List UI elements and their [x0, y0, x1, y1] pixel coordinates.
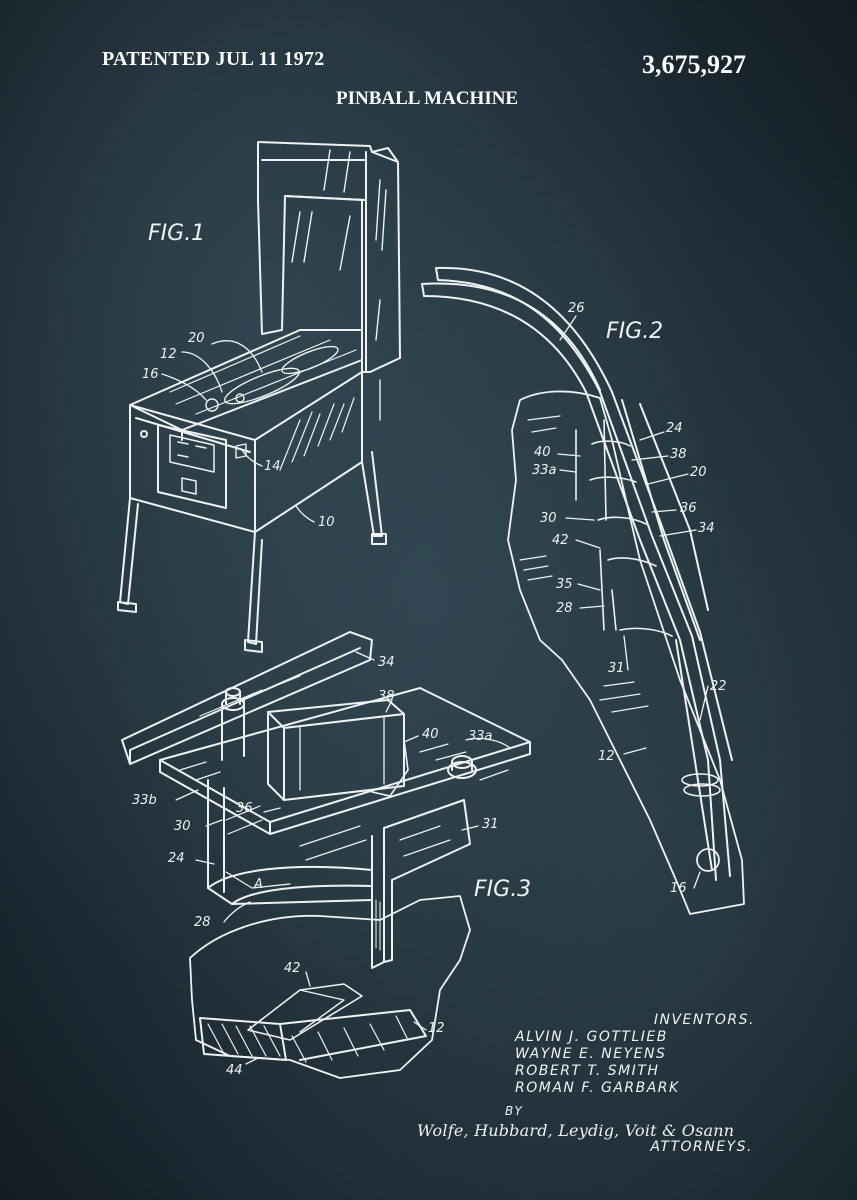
attorneys-label: ATTORNEYS.	[650, 1139, 753, 1155]
ref-label: 36	[236, 801, 253, 816]
inventors-label: INVENTORS.	[653, 1012, 755, 1028]
ref-label: 42	[284, 961, 301, 976]
ref-label: 35	[556, 577, 573, 592]
ref-label: 16	[142, 367, 159, 382]
ref-label: 20	[690, 465, 707, 480]
ref-label: 26	[568, 301, 585, 316]
ref-label: A	[253, 877, 263, 892]
ref-label: 30	[174, 819, 191, 834]
ref-label: 38	[378, 689, 395, 704]
inventor-name: ALVIN J. GOTTLIEB	[515, 1029, 668, 1045]
patent-title: PINBALL MACHINE	[336, 88, 519, 109]
ref-label: 36	[680, 501, 697, 516]
attorney-firm: Wolfe, Hubbard, Leydig, Voit & Osann	[417, 1121, 735, 1140]
ref-label: 12	[428, 1021, 445, 1036]
inventor-name: ROBERT T. SMITH	[515, 1063, 660, 1079]
ref-label: 31	[608, 661, 625, 676]
ref-label: 31	[482, 817, 499, 832]
ref-label: 34	[698, 521, 715, 536]
patent-number: 3,675,927	[642, 50, 746, 79]
fig2-ball-ramp	[422, 268, 744, 914]
ref-label: 14	[264, 459, 281, 474]
fig1-pinball-cabinet	[118, 142, 400, 652]
fig3-bracket-assembly	[122, 632, 530, 1078]
patent-date: PATENTED JUL 11 1972	[102, 48, 325, 70]
ref-label: 22	[710, 679, 727, 694]
ref-label: 12	[598, 749, 615, 764]
reference-numerals: 20 12 16 14 10 26 24 40 38 33a 20 30 36 …	[132, 301, 727, 1078]
fig1-label: FIG.1	[148, 221, 205, 246]
ref-label: 33a	[468, 729, 493, 744]
ref-label: 34	[378, 655, 395, 670]
by-label: BY	[505, 1104, 524, 1118]
inventor-name: WAYNE E. NEYENS	[515, 1046, 667, 1062]
ref-label: 30	[540, 511, 557, 526]
ref-label: 44	[226, 1063, 243, 1078]
ref-label: 42	[552, 533, 569, 548]
fig3-label: FIG.3	[474, 877, 531, 902]
ref-label: 24	[168, 851, 185, 866]
ref-label: 40	[422, 727, 439, 742]
inventor-name: ROMAN F. GARBARK	[515, 1080, 680, 1096]
credits-block: INVENTORS. ALVIN J. GOTTLIEB WAYNE E. NE…	[417, 1012, 765, 1156]
ref-label: 12	[160, 347, 177, 362]
ref-label: 33a	[532, 463, 557, 478]
ref-label: 16	[670, 881, 687, 896]
ref-label: 40	[534, 445, 551, 460]
ref-label: 28	[194, 915, 211, 930]
ref-label: 24	[666, 421, 683, 436]
fig2-label: FIG.2	[606, 319, 663, 344]
ref-label: 38	[670, 447, 687, 462]
ref-label: 20	[188, 331, 205, 346]
ref-label: 10	[318, 515, 335, 530]
ref-label: 28	[556, 601, 573, 616]
ref-label: 33b	[132, 793, 157, 808]
